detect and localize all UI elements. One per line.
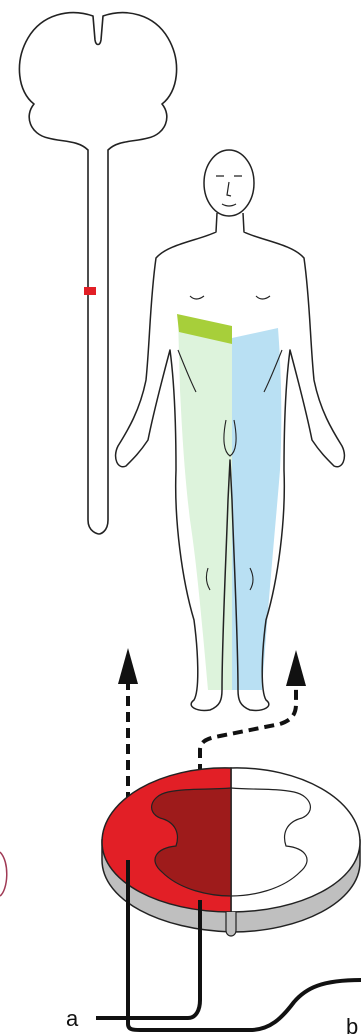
brain-cord-outline — [19, 13, 176, 534]
label-a: a — [66, 1006, 79, 1031]
face-features — [216, 176, 242, 206]
body-figure — [116, 150, 345, 710]
central-fissure — [226, 912, 236, 936]
right-sensory-area — [232, 328, 281, 690]
partial-edge-mark — [0, 852, 7, 896]
brain-icon — [19, 13, 176, 534]
label-b: b — [346, 1014, 358, 1034]
cord-lesion-mark — [84, 287, 96, 295]
left-sensory-area — [178, 318, 232, 690]
right-arrowhead-icon — [286, 650, 306, 686]
left-arrowhead-icon — [118, 648, 138, 684]
cord-section — [102, 768, 360, 936]
